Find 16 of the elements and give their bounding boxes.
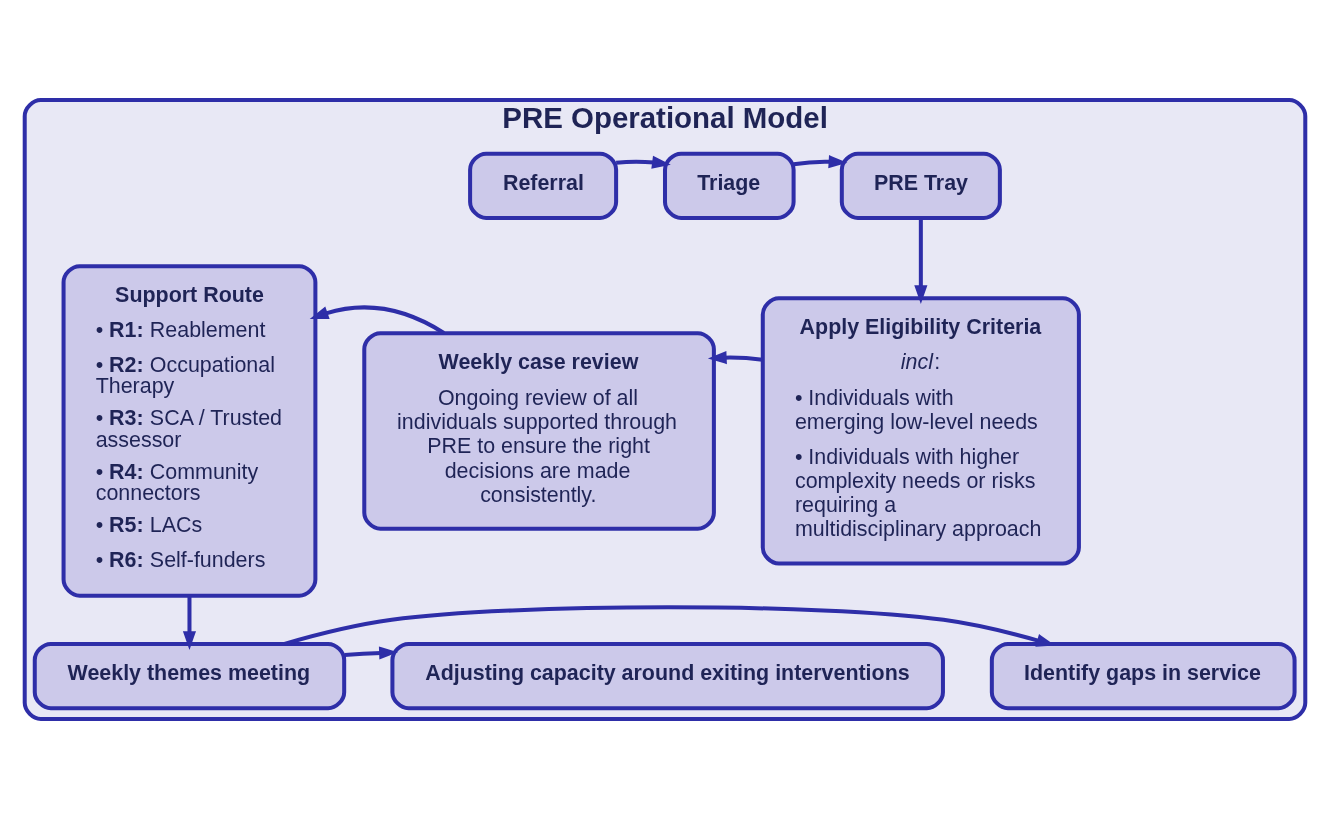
node-box: Apply Eligibility Criteria incl: • Individuals with emerging low-level needs • Individuals with higher complexity needs or risks requiring a multidisciplinary approach	[760, 295, 1081, 566]
arrow	[344, 645, 398, 660]
node-box: Referral	[468, 151, 619, 220]
arrow	[914, 217, 928, 304]
node-box: Weekly case review Ongoing review of all individuals supported through PRE to ensure the right decisions are made consistently.	[362, 330, 716, 531]
node-box: Support Route • R1: Reablement • R2: Occupational Therapy • R3: SCA / Trusted assessor • R4: Community connectors • R5: LACs • R6: Self-funders	[61, 263, 318, 598]
node-box: Adjusting capacity around exiting interventions	[390, 641, 945, 710]
arrow	[309, 304, 445, 335]
node-box: Triage	[663, 151, 796, 220]
arrow	[793, 154, 848, 168]
arrow	[707, 350, 763, 364]
node-box: Weekly themes meeting	[32, 641, 347, 710]
node-box: Identify gaps in service	[989, 641, 1297, 710]
node-box: PRE Tray	[839, 151, 1002, 220]
arrow	[616, 155, 671, 169]
arrow	[182, 595, 197, 650]
